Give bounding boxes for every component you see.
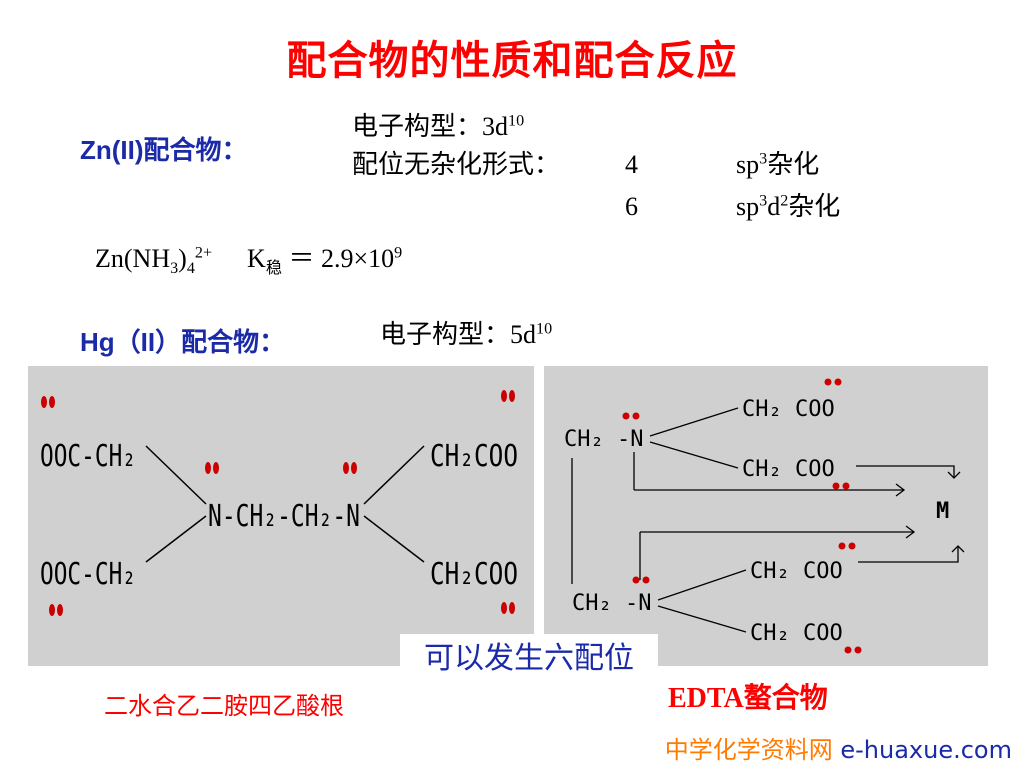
formula-exp: 9 xyxy=(394,244,403,262)
footer-cn: 中学化学资料网 xyxy=(664,736,833,764)
arm-2: CH₂ COO xyxy=(742,457,835,482)
footer-en: e-huaxue.com xyxy=(840,736,1012,764)
lone-pairs xyxy=(41,390,515,616)
zn-row1-num: 4 xyxy=(625,150,638,179)
zn-config-label: 电子构型：3d xyxy=(352,112,509,141)
arm-1: CH₂ COO xyxy=(742,397,835,422)
formula-part2: ) xyxy=(178,244,187,273)
hg-config-label: 电子构型：5d xyxy=(380,320,537,349)
zn-row2-hyb-sup2: 2 xyxy=(780,192,789,210)
caption-edta-anion: 二水合乙二胺四乙酸根 xyxy=(104,692,344,720)
bond-lines xyxy=(145,445,425,563)
formula-k: K xyxy=(247,244,266,273)
footer-watermark: 中学化学资料网 e-huaxue.com xyxy=(665,730,1012,765)
edta-anion-structure: OOC-CH₂ OOC-CH₂ CH₂COO CH₂COO N-CH₂-CH₂-… xyxy=(40,390,518,616)
zn-row2-hyb-sup1: 3 xyxy=(759,192,768,210)
formula-value: ＝ 2.9×10 xyxy=(288,244,395,273)
formula-sub1: 3 xyxy=(170,260,179,278)
stability-formula: Zn(NH3)42+ K稳 ＝ 2.9×109 xyxy=(95,242,403,278)
edta-chelate-panel: CH₂ -N CH₂ -N CH₂ COO CH₂ COO CH₂ COO CH… xyxy=(544,366,988,666)
zn-row2-hyb-b: 杂化 xyxy=(788,192,841,221)
ch2-n-bottom: CH₂ -N xyxy=(572,591,651,616)
metal-m: M xyxy=(936,499,949,524)
label-bl: OOC-CH₂ xyxy=(40,557,136,592)
zn-row2-hyb-mid: d xyxy=(767,192,781,221)
label-tr: CH₂COO xyxy=(430,439,518,474)
chelate-lone-pairs xyxy=(622,378,862,654)
formula-charge: 2+ xyxy=(194,244,213,262)
hg-heading: Hg（II）配合物： xyxy=(80,327,286,357)
arm-3: CH₂ COO xyxy=(750,559,843,584)
zn-row1-hyb-sup: 3 xyxy=(759,150,768,168)
zn-coord-label: 配位无杂化形式： xyxy=(352,150,561,179)
caption-edta-chelate: EDTA螯合物 xyxy=(668,683,828,714)
zn-config: 电子构型：3d10 xyxy=(352,110,524,144)
zn-row2-num: 6 xyxy=(625,192,638,221)
formula-part1: Zn(NH xyxy=(95,244,171,273)
zn-row1-hyb-a: sp xyxy=(736,150,760,179)
page-title: 配合物的性质和配合反应 xyxy=(286,38,738,84)
hg-config: 电子构型：5d10 xyxy=(380,318,552,352)
zn-row2-hybrid: sp3d2杂化 xyxy=(736,190,840,224)
chelate-lines xyxy=(571,407,965,633)
ch2-n-top: CH₂ -N xyxy=(564,427,643,452)
zn-row2-hyb-a: sp xyxy=(736,192,760,221)
zn-heading: Zn(II)配合物： xyxy=(80,135,248,165)
zn-config-sup: 10 xyxy=(508,112,525,130)
zn-row1-hyb-b: 杂化 xyxy=(767,150,820,179)
label-br: CH₂COO xyxy=(430,557,518,592)
formula-k-sub: 稳 xyxy=(265,260,282,278)
label-center: N-CH₂-CH₂-N xyxy=(208,499,360,534)
edta-chelate-structure: CH₂ -N CH₂ -N CH₂ COO CH₂ COO CH₂ COO CH… xyxy=(564,378,965,654)
zn-row1-hybrid: sp3杂化 xyxy=(736,148,819,182)
hg-config-sup: 10 xyxy=(536,320,553,338)
edta-anion-panel: OOC-CH₂ OOC-CH₂ CH₂COO CH₂COO N-CH₂-CH₂-… xyxy=(28,366,534,666)
arm-4: CH₂ COO xyxy=(750,621,843,646)
six-coordination-label: 可以发生六配位 xyxy=(400,634,658,684)
formula-sub2: 4 xyxy=(186,260,195,278)
label-tl: OOC-CH₂ xyxy=(40,439,136,474)
